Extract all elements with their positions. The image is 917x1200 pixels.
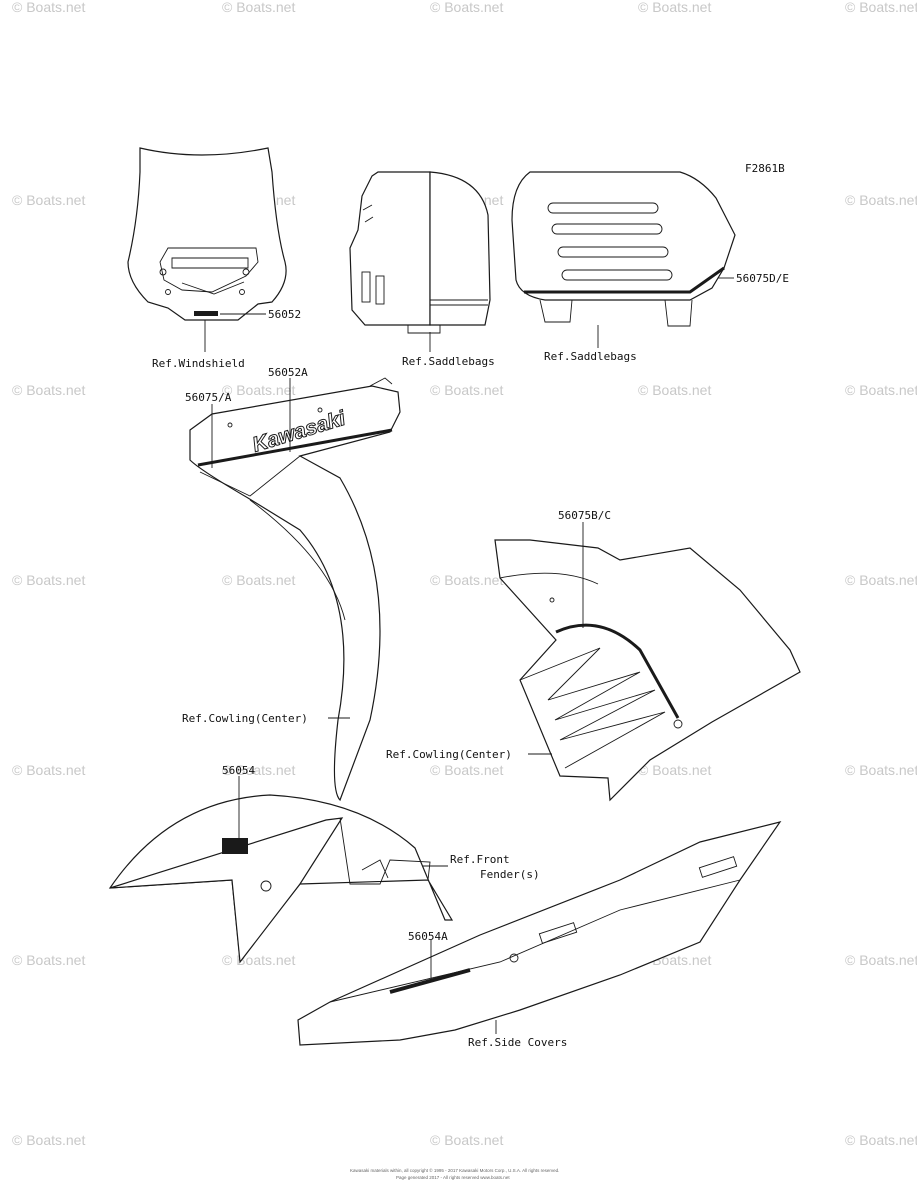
watermark: © Boats.net — [638, 382, 711, 398]
watermark: © Boats.net — [430, 762, 503, 778]
callout-56054: 56054 — [222, 764, 255, 777]
front-fender-illustration — [108, 794, 454, 964]
callout-56052a: 56052A — [268, 366, 308, 379]
cowling-center-front-illustration: Kawasaki — [189, 377, 401, 802]
footer-copyright: Kawasaki materials within, all copyright… — [350, 1167, 559, 1173]
watermark: © Boats.net — [222, 382, 295, 398]
watermark: © Boats.net — [845, 952, 917, 968]
watermark: © Boats.net — [845, 382, 917, 398]
ref-cowling-center-1: Ref.Cowling(Center) — [182, 712, 308, 725]
ref-saddlebags-right: Ref.Saddlebags — [544, 350, 637, 363]
watermark: © Boats.net — [638, 762, 711, 778]
watermark: © Boats.net — [12, 952, 85, 968]
ref-front-fender-line1: Ref.Front — [450, 853, 510, 866]
callout-56075bc: 56075B/C — [558, 509, 611, 522]
callout-56075a: 56075/A — [185, 391, 232, 404]
watermark: © Boats.net — [12, 0, 85, 15]
callout-56054a: 56054A — [408, 930, 448, 943]
watermark: © Boats.net — [12, 382, 85, 398]
watermark: © Boats.net — [845, 1132, 917, 1148]
ref-windshield: Ref.Windshield — [152, 357, 245, 370]
watermark: © Boats.net — [12, 1132, 85, 1148]
watermark: © Boats.net — [845, 572, 917, 588]
watermark: © Boats.net — [638, 0, 711, 15]
watermark: © Boats.net — [222, 952, 295, 968]
watermark: © Boats.net — [12, 762, 85, 778]
cowling-center-side-illustration — [494, 539, 801, 802]
watermark: © Boats.net — [222, 0, 295, 15]
callout-56052: 56052 — [268, 308, 301, 321]
watermark: © Boats.net — [430, 0, 503, 15]
ref-saddlebags-left: Ref.Saddlebags — [402, 355, 495, 368]
decal-56054 — [222, 838, 248, 854]
watermark: © Boats.net — [12, 572, 85, 588]
callout-56075de: 56075D/E — [736, 272, 789, 285]
watermark: © Boats.net — [222, 762, 295, 778]
saddlebag-rear-illustration — [511, 171, 736, 327]
footer-generated: Page generated 2017 - All rights reserve… — [396, 1175, 510, 1180]
watermark: © Boats.net — [845, 192, 917, 208]
watermark: © Boats.net — [430, 382, 503, 398]
watermark: © Boats.net — [222, 572, 295, 588]
watermark: © Boats.net — [845, 0, 917, 15]
watermark: © Boats.net — [845, 762, 917, 778]
watermark: © Boats.net — [430, 572, 503, 588]
ref-cowling-center-2: Ref.Cowling(Center) — [386, 748, 512, 761]
ref-side-covers: Ref.Side Covers — [468, 1036, 567, 1049]
watermark: © Boats.net — [12, 192, 85, 208]
saddlebag-side-illustration — [349, 171, 491, 334]
windshield-illustration — [127, 147, 287, 321]
side-cover-illustration — [297, 821, 782, 1046]
watermark: © Boats.net — [430, 1132, 503, 1148]
figure-code: F2861B — [745, 162, 785, 175]
ref-front-fender-line2: Fender(s) — [480, 868, 540, 881]
